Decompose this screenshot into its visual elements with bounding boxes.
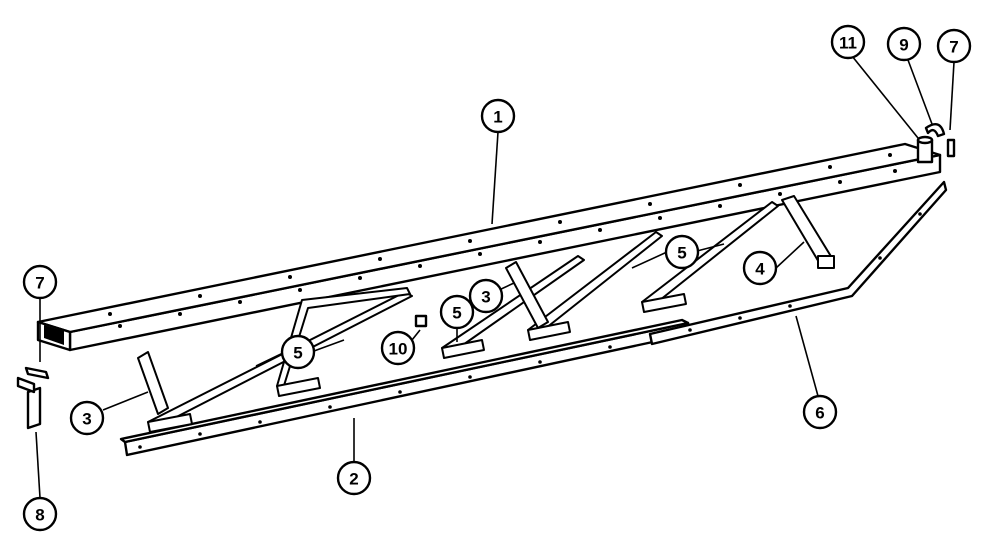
leader-lines — [35, 55, 955, 499]
part-9-clip — [924, 122, 946, 138]
plate-tab — [16, 376, 36, 394]
callout-6-label: 6 — [815, 404, 824, 423]
callout-8: 8 — [22, 496, 58, 532]
sleeve-top — [916, 135, 934, 145]
callout-7a: 7 — [22, 264, 58, 300]
callout-5b: 5 — [439, 294, 475, 330]
beam-holes — [108, 153, 897, 328]
fastener-right — [946, 138, 956, 158]
leader-11 — [851, 55, 919, 139]
callout-4: 4 — [742, 250, 778, 286]
callout-7b-label: 7 — [949, 38, 958, 57]
plate-body — [26, 386, 42, 430]
fastener-left — [24, 366, 50, 380]
part-7-fasteners — [24, 138, 956, 380]
clip — [924, 122, 946, 138]
callout-6: 6 — [802, 394, 838, 430]
bent-bar-face — [648, 180, 948, 346]
callout-5c-label: 5 — [677, 244, 686, 263]
bar-top-edge — [119, 318, 690, 444]
callout-7b: 7 — [936, 28, 972, 64]
callout-3b-label: 3 — [481, 288, 490, 307]
brace-2-foot — [276, 377, 321, 397]
part-1-square-tube-beam — [36, 142, 942, 352]
callout-3b: 3 — [468, 278, 504, 314]
callout-11-label: 11 — [839, 34, 857, 53]
callout-9: 9 — [886, 26, 922, 62]
callouts: 1 2 3 3 4 5 5 5 — [22, 24, 972, 532]
callout-9-label: 9 — [899, 36, 908, 55]
part-5-diagonal-braces — [147, 201, 779, 433]
leader-8 — [35, 431, 41, 499]
part-2-bottom-flat-bar — [119, 318, 692, 457]
leg-left — [137, 351, 169, 415]
leader-3a — [102, 391, 149, 411]
leader-1 — [491, 131, 499, 225]
part-8-plate — [16, 376, 42, 430]
callout-2: 2 — [336, 460, 372, 496]
callout-7a-label: 7 — [35, 274, 44, 293]
leg-right — [781, 195, 833, 265]
callout-1-label: 1 — [493, 108, 502, 127]
callout-10-label: 10 — [389, 340, 408, 359]
callout-5c: 5 — [664, 234, 700, 270]
leader-10 — [411, 329, 421, 341]
part-3-angled-legs — [137, 261, 549, 415]
part-6-bent-flat-bar — [648, 180, 948, 346]
bent-bar-holes — [688, 212, 922, 332]
brace-3-foot — [441, 339, 485, 359]
leader-5c — [631, 243, 725, 269]
part-11-sleeve — [916, 135, 934, 164]
brace-1-foot — [147, 413, 193, 433]
callout-10: 10 — [380, 330, 416, 366]
callout-4-label: 4 — [755, 260, 765, 279]
leg-right-pad — [817, 255, 835, 269]
callout-1: 1 — [480, 98, 516, 134]
block — [414, 314, 428, 328]
part-10-block — [414, 314, 428, 328]
callout-8-label: 8 — [35, 506, 44, 525]
leader-4 — [775, 241, 805, 269]
beam-end-opening — [44, 325, 64, 345]
leader-6 — [795, 315, 819, 397]
brace-4-foot — [527, 321, 571, 341]
callout-5a: 5 — [280, 334, 316, 370]
beam-front-face — [68, 153, 942, 352]
callout-5a-label: 5 — [293, 344, 302, 363]
part-4-right-leg — [781, 195, 835, 269]
callout-5b-label: 5 — [452, 304, 461, 323]
leader-5a — [255, 339, 345, 367]
callout-3a: 3 — [69, 400, 105, 436]
leader-9 — [907, 59, 933, 125]
brace-5-foot — [641, 293, 687, 313]
callout-11: 11 — [830, 24, 866, 60]
callout-2-label: 2 — [349, 470, 358, 489]
callout-3a-label: 3 — [82, 410, 91, 429]
leg-middle — [505, 261, 549, 329]
leader-7b — [949, 61, 955, 131]
